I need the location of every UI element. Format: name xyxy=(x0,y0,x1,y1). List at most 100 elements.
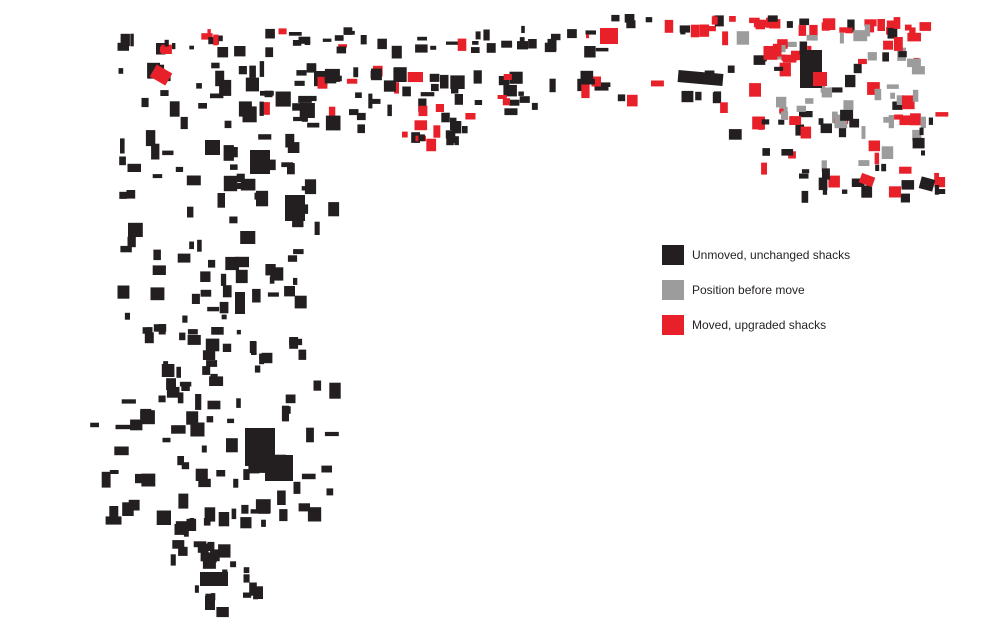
shack-unmoved-505 xyxy=(233,478,239,488)
shack-moved-25 xyxy=(278,28,287,35)
shack-unmoved-482 xyxy=(177,456,184,466)
shack-unmoved-427 xyxy=(210,373,218,379)
shack-before-move-222 xyxy=(805,98,814,104)
shack-unmoved-473 xyxy=(101,471,111,488)
shack-unmoved-443 xyxy=(166,386,180,398)
shack-unmoved-410 xyxy=(163,361,169,368)
shack-unmoved-123 xyxy=(509,71,523,84)
shack-unmoved-74 xyxy=(260,90,274,96)
shack-moved-157 xyxy=(699,24,710,37)
legend-swatch-moved xyxy=(662,315,684,335)
shack-unmoved-86 xyxy=(249,65,256,78)
shack-unmoved-18 xyxy=(528,39,537,49)
shack-unmoved-525 xyxy=(178,546,188,556)
shack-moved-547 xyxy=(813,72,827,86)
shack-before-move-221 xyxy=(890,92,895,99)
shack-moved-136 xyxy=(591,76,601,87)
shack-unmoved-299 xyxy=(849,118,860,128)
shack-unmoved-476 xyxy=(207,400,221,410)
shack-moved-126 xyxy=(503,74,512,80)
shack-moved-293 xyxy=(899,166,912,174)
shack-unmoved-541 xyxy=(250,150,270,174)
shack-unmoved-336 xyxy=(120,138,125,154)
shack-unmoved-549 xyxy=(918,176,936,192)
shack-moved-132 xyxy=(502,98,510,106)
shack-unmoved-507 xyxy=(194,585,199,593)
shack-unmoved-377 xyxy=(187,335,201,345)
shack-moved-203 xyxy=(910,113,921,126)
shack-unmoved-449 xyxy=(195,468,208,481)
shack-moved-248 xyxy=(779,108,784,114)
shack-before-move-246 xyxy=(736,31,750,45)
shack-unmoved-488 xyxy=(198,478,211,488)
shack-before-move-220 xyxy=(883,116,890,123)
shack-unmoved-445 xyxy=(177,392,184,404)
shack-before-move-234 xyxy=(874,88,882,101)
shack-moved-88 xyxy=(418,105,428,117)
shack-unmoved-90 xyxy=(420,92,435,97)
shack-unmoved-229 xyxy=(795,124,805,136)
shack-unmoved-42 xyxy=(164,39,169,47)
shack-unmoved-94 xyxy=(355,92,362,98)
shack-moved-179 xyxy=(904,24,912,31)
shack-unmoved-468 xyxy=(201,445,207,453)
legend-item-moved: Moved, upgraded shacks xyxy=(662,315,922,337)
shack-unmoved-551 xyxy=(205,596,215,610)
shack-unmoved-380 xyxy=(200,289,212,297)
shack-unmoved-105 xyxy=(454,136,459,146)
shack-unmoved-497 xyxy=(105,516,122,525)
shack-unmoved-291 xyxy=(762,148,770,156)
shack-unmoved-261 xyxy=(728,129,742,140)
shack-unmoved-304 xyxy=(842,189,848,194)
shack-moved-153 xyxy=(866,24,875,33)
shack-unmoved-72 xyxy=(450,75,465,89)
shack-moved-548 xyxy=(858,172,876,188)
shack-unmoved-461 xyxy=(326,488,334,496)
shack-before-move-269 xyxy=(858,160,870,166)
shack-unmoved-245 xyxy=(882,52,889,62)
shack-unmoved-345 xyxy=(160,90,169,96)
shack-unmoved-465 xyxy=(156,510,171,525)
shack-unmoved-311 xyxy=(236,173,245,183)
shack-moved-168 xyxy=(729,16,736,22)
shack-moved-546 xyxy=(600,28,618,44)
shack-before-move-202 xyxy=(896,95,904,105)
shack-unmoved-29 xyxy=(519,37,525,44)
shack-unmoved-351 xyxy=(298,95,312,103)
shack-unmoved-442 xyxy=(195,394,202,410)
shack-before-move-266 xyxy=(920,116,926,129)
shack-unmoved-342 xyxy=(314,221,320,235)
shack-unmoved-456 xyxy=(178,493,189,509)
shack-unmoved-499 xyxy=(189,518,195,530)
shack-unmoved-415 xyxy=(158,324,166,335)
shack-unmoved-358 xyxy=(180,116,188,130)
shack-unmoved-412 xyxy=(265,264,276,276)
shack-unmoved-16 xyxy=(343,27,353,35)
shack-unmoved-192 xyxy=(799,111,813,118)
shack-before-move-254 xyxy=(821,87,833,98)
shack-moved-208 xyxy=(894,114,903,120)
shack-unmoved-117 xyxy=(473,70,482,84)
shack-unmoved-89 xyxy=(454,94,463,105)
shack-unmoved-477 xyxy=(293,481,301,494)
shack-unmoved-147 xyxy=(799,18,810,26)
shack-unmoved-393 xyxy=(191,293,200,304)
shack-unmoved-524 xyxy=(240,517,252,529)
shack-unmoved-83 xyxy=(393,68,405,82)
shack-unmoved-368 xyxy=(151,143,160,160)
shack-moved-197 xyxy=(779,62,791,77)
legend-item-unmoved: Unmoved, unchanged shacks xyxy=(662,245,922,267)
shack-unmoved-22 xyxy=(584,46,596,58)
shack-unmoved-366 xyxy=(141,97,149,108)
shack-unmoved-310 xyxy=(187,206,194,218)
shack-unmoved-317 xyxy=(186,175,201,186)
shack-moved-241 xyxy=(893,37,903,51)
shack-unmoved-130 xyxy=(504,108,518,116)
shack-unmoved-323 xyxy=(326,75,342,82)
shack-moved-175 xyxy=(664,19,674,33)
shack-moved-150 xyxy=(886,20,895,28)
shack-unmoved-314 xyxy=(197,239,202,252)
shack-unmoved-5 xyxy=(377,38,387,50)
shack-before-move-285 xyxy=(912,129,922,141)
